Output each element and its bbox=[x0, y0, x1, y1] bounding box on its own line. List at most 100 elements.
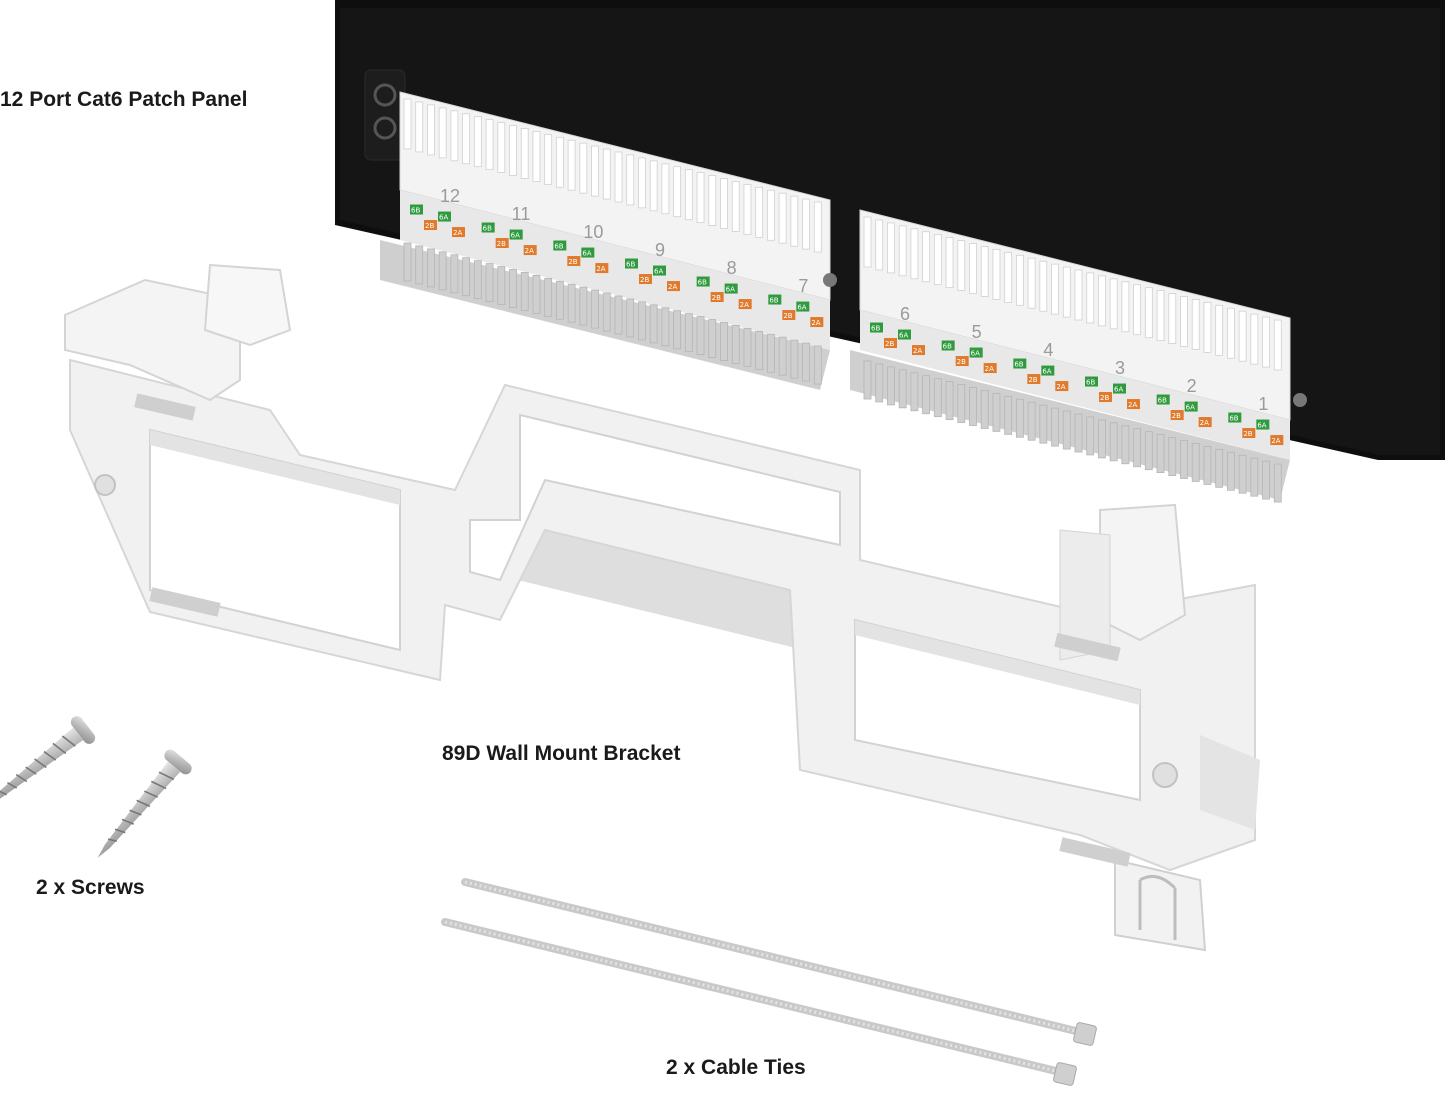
pair-color-label bbox=[1013, 358, 1027, 369]
idc-slot bbox=[427, 104, 435, 156]
pair-color-label bbox=[667, 281, 680, 292]
patch-panel: 6B2B6A2A6B2B6A2A6B2B6A2A6B2B6A2A6B2B6A2A… bbox=[335, 0, 1445, 503]
idc-slot bbox=[945, 237, 954, 289]
idc-slot bbox=[638, 157, 646, 209]
pair-label-text: 2B bbox=[640, 276, 649, 284]
punch-pin bbox=[462, 257, 471, 297]
idc-slot bbox=[614, 151, 623, 203]
punch-block-right: 6B2B6A2A6B2B6A2A6B2B6A2A6B2B6A2A6B2B6A2A… bbox=[850, 209, 1291, 503]
pair-label-text: 2A bbox=[596, 265, 605, 273]
port-number: 12 bbox=[440, 186, 460, 206]
punch-pin bbox=[1238, 454, 1247, 494]
cable-tie-icon bbox=[441, 918, 1077, 1086]
pair-label-text: 6B bbox=[698, 279, 707, 287]
idc-slot bbox=[591, 145, 599, 197]
pair-color-label bbox=[696, 276, 710, 287]
pair-label-text: 6B bbox=[1229, 415, 1238, 423]
port-number: 3 bbox=[1115, 358, 1125, 378]
pair-color-label bbox=[1027, 374, 1041, 385]
pair-color-label bbox=[1085, 376, 1098, 387]
idc-slot bbox=[743, 183, 752, 235]
pair-label-text: 6A bbox=[899, 332, 908, 340]
idc-slot bbox=[509, 125, 517, 176]
punch-pin bbox=[933, 378, 942, 418]
pair-label-text: 6A bbox=[797, 304, 806, 312]
punch-pin bbox=[427, 248, 435, 288]
pair-label-text: 6A bbox=[439, 214, 448, 222]
pair-label-text: 2B bbox=[885, 340, 894, 348]
idc-slot bbox=[933, 234, 942, 286]
pair-color-label bbox=[782, 310, 796, 321]
idc-slot bbox=[887, 222, 895, 274]
pair-label-text: 2B bbox=[497, 240, 506, 248]
idc-slot bbox=[579, 142, 588, 194]
idc-slot bbox=[473, 116, 482, 168]
punch-pin bbox=[1004, 395, 1013, 435]
port-number: 8 bbox=[727, 258, 737, 278]
punch-pin bbox=[591, 289, 599, 329]
pair-color-label bbox=[1256, 419, 1270, 430]
idc-slot bbox=[661, 163, 670, 215]
punch-pin bbox=[887, 366, 895, 406]
idc-slot bbox=[1203, 301, 1212, 353]
punch-pin bbox=[790, 339, 799, 379]
punch-pin bbox=[473, 260, 482, 300]
port-number: 11 bbox=[512, 204, 531, 224]
pair-color-label bbox=[955, 356, 969, 367]
punch-pin bbox=[1109, 422, 1118, 462]
pair-label-text: 2A bbox=[1271, 437, 1280, 445]
punch-pin bbox=[1203, 445, 1212, 485]
idc-slot bbox=[1133, 284, 1142, 336]
idc-slot bbox=[403, 98, 412, 150]
pair-color-label bbox=[509, 229, 523, 240]
pair-color-label bbox=[625, 258, 638, 269]
punch-pin bbox=[1250, 457, 1259, 497]
idc-slot bbox=[544, 133, 553, 185]
idc-slot bbox=[567, 139, 576, 191]
idc-slot bbox=[875, 219, 884, 271]
punch-pin bbox=[1051, 407, 1059, 447]
punch-pin bbox=[684, 313, 693, 353]
punch-pin bbox=[863, 360, 872, 400]
cable-tie-icon bbox=[461, 878, 1097, 1046]
pair-label-text: 6A bbox=[511, 232, 520, 240]
idc-slot bbox=[720, 178, 728, 229]
idc-slot bbox=[1144, 287, 1153, 339]
pair-label-text: 2B bbox=[712, 294, 721, 302]
punch-pin bbox=[766, 333, 775, 373]
punch-pin bbox=[1156, 434, 1165, 474]
idc-slot bbox=[813, 201, 822, 253]
pair-color-label bbox=[639, 274, 652, 285]
pair-label-text: 2A bbox=[453, 229, 462, 237]
punch-pin bbox=[602, 292, 611, 332]
punch-pin bbox=[802, 342, 810, 382]
punch-pin bbox=[1226, 451, 1235, 491]
pair-label-text: 6B bbox=[626, 261, 635, 269]
idc-slot bbox=[766, 189, 775, 241]
punch-pin bbox=[450, 254, 459, 294]
pair-color-label bbox=[870, 322, 883, 333]
pair-label-text: 2A bbox=[985, 365, 994, 373]
pair-label-text: 6A bbox=[582, 250, 591, 258]
punch-pin bbox=[555, 280, 564, 320]
idc-slot bbox=[863, 216, 872, 268]
punch-pin bbox=[485, 263, 494, 303]
pair-label-text: 2B bbox=[957, 358, 966, 366]
port-number: 6 bbox=[900, 304, 910, 324]
pair-color-label bbox=[523, 245, 537, 256]
pair-color-label bbox=[796, 301, 810, 312]
punch-pin bbox=[1180, 440, 1188, 479]
punch-pin bbox=[415, 245, 424, 285]
bracket-label: 89D Wall Mount Bracket bbox=[442, 742, 681, 765]
pair-color-label bbox=[969, 347, 983, 358]
idc-slot bbox=[922, 231, 931, 283]
punch-pin bbox=[1215, 448, 1224, 488]
idc-slot bbox=[980, 246, 989, 297]
punch-pin bbox=[1039, 404, 1048, 444]
punch-pin bbox=[1086, 416, 1095, 456]
pair-label-text: 6A bbox=[1257, 422, 1266, 430]
pair-label-text: 2A bbox=[1200, 419, 1209, 427]
idc-slot bbox=[790, 195, 799, 247]
pair-label-text: 2B bbox=[425, 222, 434, 230]
